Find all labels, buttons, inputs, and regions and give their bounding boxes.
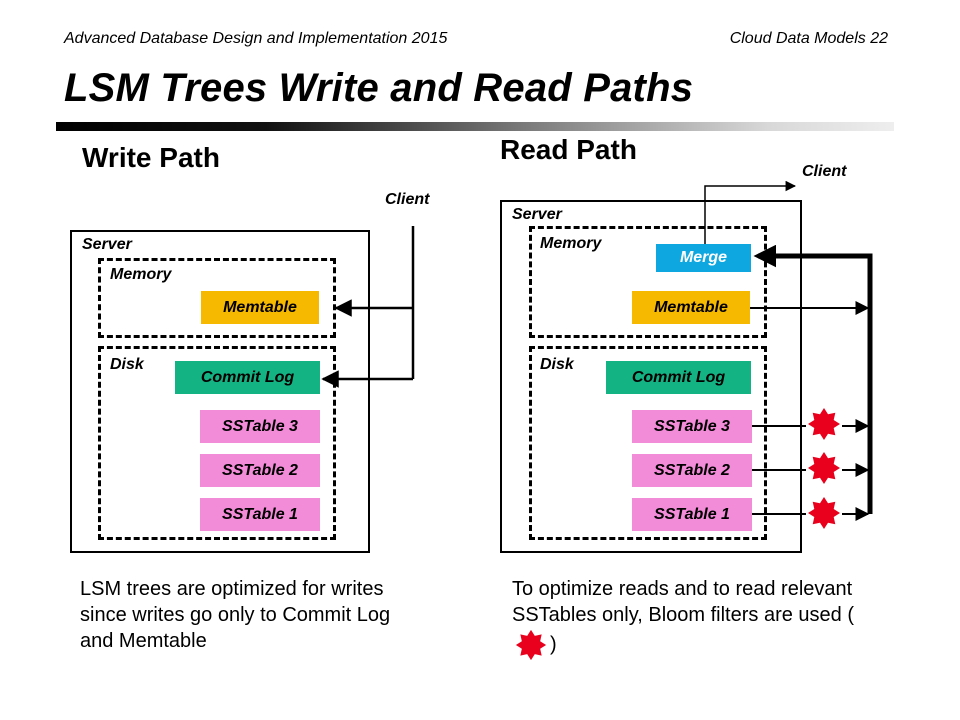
read-sstable-1-box: SSTable 1: [632, 498, 752, 531]
read-client-label: Client: [802, 163, 847, 180]
read-commit-log-box: Commit Log: [606, 361, 751, 394]
read-server-box: [500, 200, 802, 553]
read-disk-label: Disk: [540, 356, 574, 373]
bloom-filter-icon-sstable-2: [808, 452, 840, 484]
write-disk-region: [98, 346, 336, 540]
read-memory-label: Memory: [540, 235, 602, 252]
read-sstable-3-box: SSTable 3: [632, 410, 752, 443]
write-path-caption: LSM trees are optimized for writes since…: [80, 578, 391, 652]
write-client-connector: [321, 226, 415, 388]
write-memtable-box: Memtable: [201, 291, 319, 324]
bloom-filter-icon-sstable-3: [808, 408, 840, 440]
write-server-label: Server: [82, 236, 132, 253]
read-merge-to-client-connector: [704, 180, 797, 244]
read-sstable-2-box: SSTable 2: [632, 454, 752, 487]
read-memtable-box: Memtable: [632, 291, 750, 324]
read-memory-region: [529, 226, 767, 338]
read-server-label: Server: [512, 206, 562, 223]
read-merge-box: Merge: [656, 244, 751, 272]
write-memory-label: Memory: [110, 266, 172, 283]
title-underline-bar: [56, 122, 894, 131]
write-client-label: Client: [385, 191, 430, 208]
read-caption-text: To optimize reads and to read relevant S…: [512, 578, 855, 626]
read-disk-region: [529, 346, 767, 540]
write-sstable-3-box: SSTable 3: [200, 410, 320, 443]
read-path-heading: Read Path: [500, 134, 637, 165]
bloom-filter-icon-sstable-1: [808, 497, 840, 529]
write-disk-label: Disk: [110, 356, 144, 373]
read-return-lines: [750, 301, 870, 521]
write-memory-region: [98, 258, 336, 338]
slide-header-course: Advanced Database Design and Implementat…: [64, 30, 448, 47]
write-sstable-1-box: SSTable 1: [200, 498, 320, 531]
write-commit-log-box: Commit Log: [175, 361, 320, 394]
slide-title: LSM Trees Write and Read Paths: [64, 66, 694, 110]
read-merge-collector: [753, 244, 873, 514]
slide-header-page: Cloud Data Models 22: [729, 30, 888, 47]
read-path-caption: To optimize reads and to read relevant S…: [512, 576, 872, 662]
read-caption-end: ): [550, 633, 557, 656]
write-server-box: [70, 230, 370, 553]
write-sstable-2-box: SSTable 2: [200, 454, 320, 487]
bloom-filter-icon: [515, 629, 547, 661]
write-path-heading: Write Path: [82, 142, 220, 173]
